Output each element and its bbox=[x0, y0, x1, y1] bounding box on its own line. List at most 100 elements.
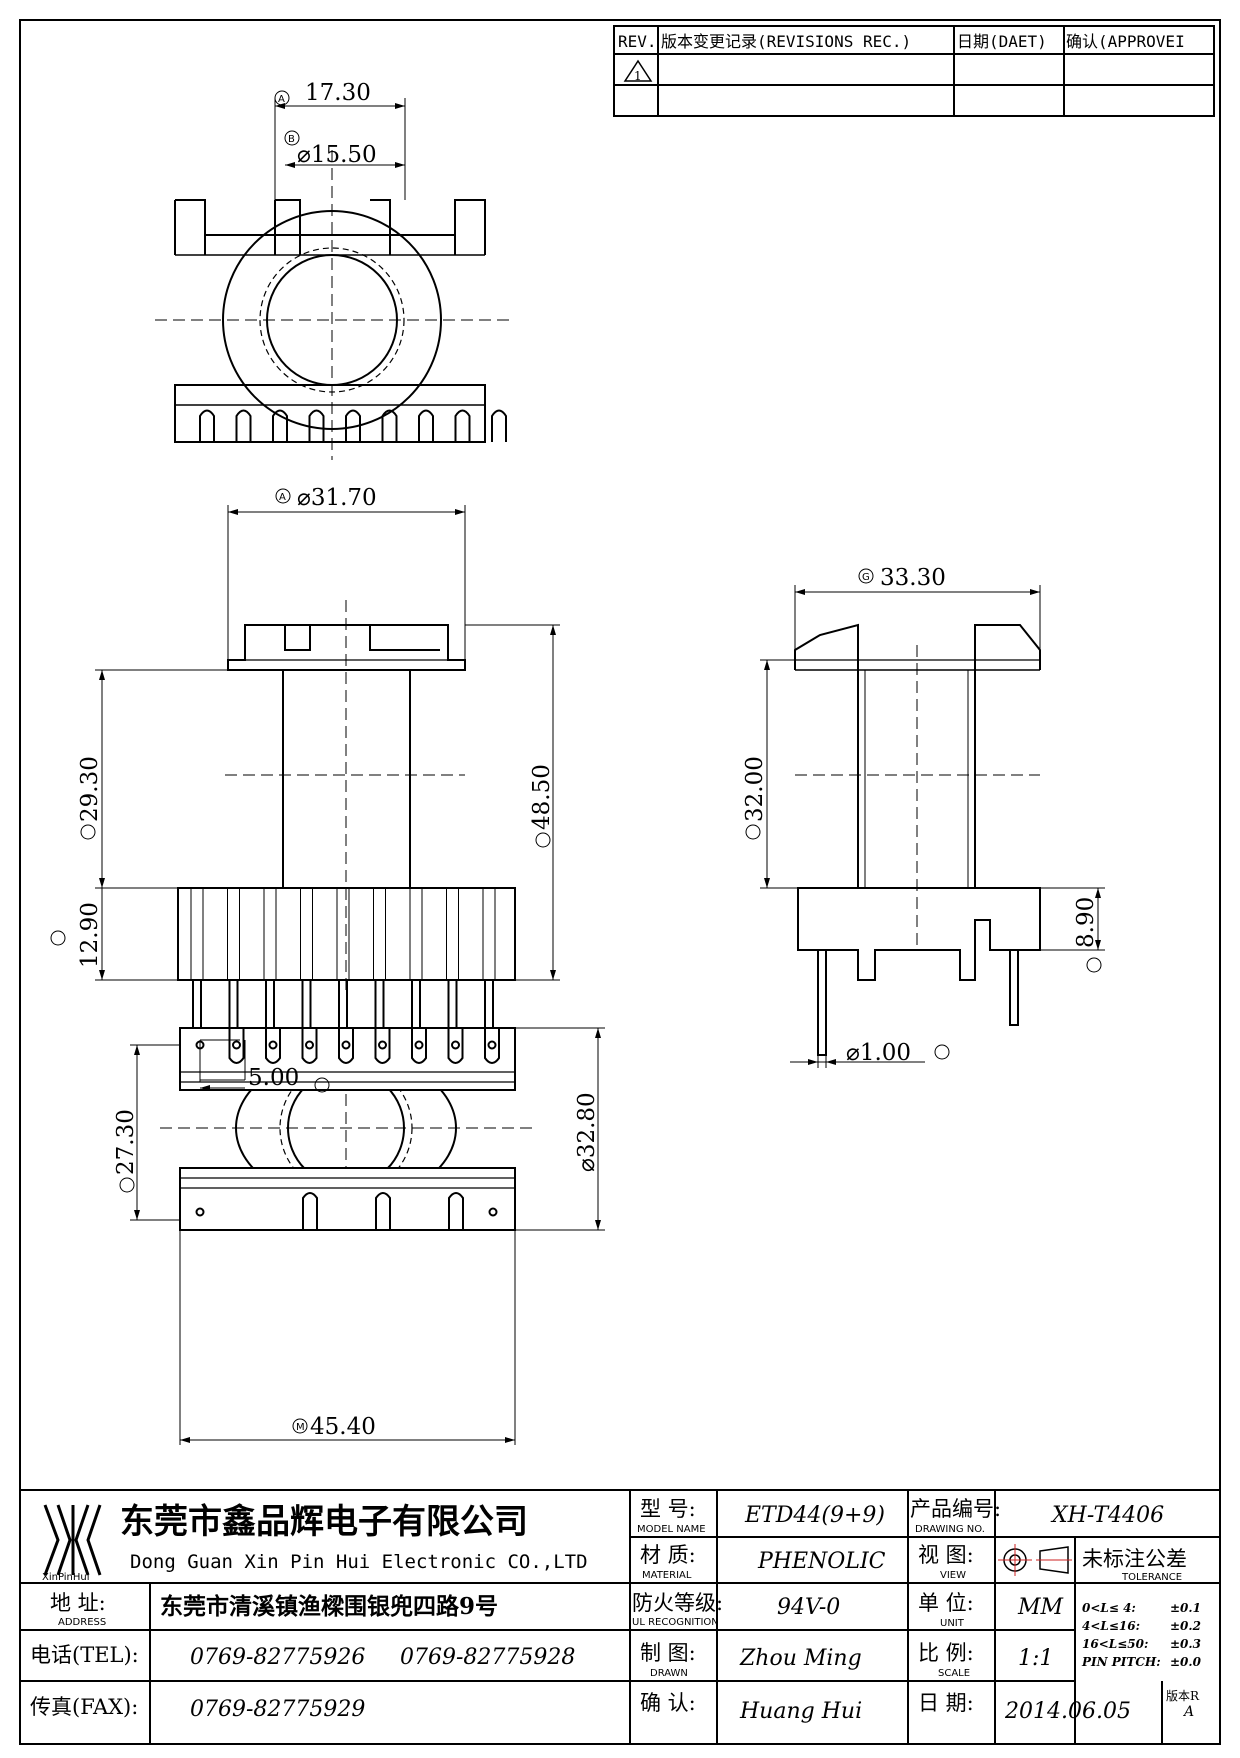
top-view-slot bbox=[454, 409, 471, 442]
bottom-view-pin-hole bbox=[488, 1207, 498, 1217]
bottom-view-pin-hole bbox=[305, 1040, 314, 1050]
company-logo: XinPinHui bbox=[42, 1504, 102, 1583]
scale-label: 比 例: bbox=[918, 1641, 974, 1665]
address-label: 地 址: bbox=[50, 1591, 106, 1615]
bottom-view-pin-hole bbox=[378, 1040, 387, 1050]
sheet-border bbox=[19, 19, 1221, 1745]
rev-header-record: 版本变更记录(REVISIONS REC.) bbox=[661, 32, 911, 51]
bottom-view-pin-hole bbox=[232, 1040, 241, 1050]
view-label-en: VIEW bbox=[940, 1570, 966, 1581]
view-label: 视 图: bbox=[918, 1543, 974, 1567]
material-label-en: MATERIAL bbox=[642, 1570, 692, 1581]
dim-bottom-k: 5.00 bbox=[248, 1065, 299, 1091]
tolerance-range-1: 0<L≤ 4: bbox=[1082, 1601, 1136, 1615]
bottom-view-lower-slot bbox=[448, 1192, 464, 1230]
tolerance-range-2: 4<L≤16: bbox=[1082, 1619, 1140, 1633]
unit-label: 单 位: bbox=[918, 1591, 974, 1615]
bottom-view-upper-slot bbox=[265, 1028, 281, 1064]
top-view-slot bbox=[381, 409, 398, 442]
bottom-view-pin-hole bbox=[487, 1040, 497, 1050]
fax-label: 传真(FAX): bbox=[30, 1695, 138, 1719]
rev-number: 1 bbox=[634, 69, 642, 83]
model-label-en: MODEL NAME bbox=[637, 1524, 706, 1535]
bottom-view-upper-slot bbox=[374, 1028, 391, 1064]
drawing-no-value: XH-T4406 bbox=[1050, 1503, 1164, 1528]
projection-symbol-icon bbox=[998, 1544, 1072, 1576]
bottom-view-pin-hole bbox=[414, 1040, 424, 1050]
company-name-en: Dong Guan Xin Pin Hui Electronic CO.,LTD bbox=[130, 1551, 588, 1573]
dim-top-a: 17.30 bbox=[305, 80, 371, 106]
dim-tag-b-top: B bbox=[288, 134, 295, 145]
bottom-view-lower-slot bbox=[302, 1192, 318, 1230]
dim-tag-a-top: A bbox=[278, 94, 285, 105]
bottom-view-lower-outline bbox=[179, 1188, 516, 1231]
tolerance-value-3: ±0.3 bbox=[1170, 1637, 1201, 1651]
dim-front-e: 12.90 bbox=[77, 902, 103, 968]
rev-triangle-icon bbox=[623, 59, 653, 82]
revision-table: REV. 版本变更记录(REVISIONS REC.) 日期(DAET) 确认(… bbox=[613, 25, 1215, 117]
dim-front-a: ⌀31.70 bbox=[297, 485, 377, 511]
bottom-view-pin-hole bbox=[195, 1207, 205, 1217]
dim-top-b: ⌀15.50 bbox=[297, 142, 377, 168]
dim-front-f: 48.50 bbox=[529, 764, 555, 830]
bottom-view-pin-hole bbox=[268, 1040, 278, 1050]
tolerance-value-2: ±0.2 bbox=[1170, 1619, 1201, 1633]
tolerance-value-4: ±0.0 bbox=[1170, 1655, 1202, 1669]
tel-value-2: 0769-82775928 bbox=[400, 1645, 575, 1670]
scale-value: 1:1 bbox=[1018, 1646, 1053, 1671]
material-label: 材 质: bbox=[640, 1543, 696, 1567]
top-view-slot bbox=[308, 409, 325, 442]
tolerance-range-4: PIN PITCH: bbox=[1081, 1655, 1161, 1669]
dim-side-i: 8.90 bbox=[1073, 897, 1099, 948]
version-label: 版本R bbox=[1166, 1689, 1200, 1703]
address-value: 东莞市清溪镇渔樑围银兜四路9号 bbox=[160, 1593, 498, 1620]
dim-side-g: 33.30 bbox=[880, 565, 946, 591]
model-label: 型 号: bbox=[640, 1497, 696, 1521]
address-label-en: ADDRESS bbox=[58, 1617, 106, 1628]
top-view-slot bbox=[345, 409, 361, 442]
dim-bottom-n: ⌀32.80 bbox=[574, 1092, 600, 1172]
confirm-value: Huang Hui bbox=[739, 1699, 862, 1724]
bottom-view-upper-slot bbox=[228, 1028, 245, 1064]
dim-tag-a-front: A bbox=[279, 492, 286, 503]
top-view-slot bbox=[199, 409, 215, 442]
dim-bottom-m: 45.40 bbox=[310, 1414, 376, 1440]
top-view-slot bbox=[272, 409, 288, 442]
rev-header-date: 日期(DAET) bbox=[957, 32, 1047, 51]
date-label: 日 期: bbox=[918, 1691, 974, 1715]
scale-label-en: SCALE bbox=[938, 1668, 970, 1679]
unit-label-en: UNIT bbox=[940, 1618, 965, 1629]
drawn-label: 制 图: bbox=[640, 1641, 696, 1665]
drawn-value: Zhou Ming bbox=[739, 1646, 862, 1671]
top-view-slot bbox=[491, 409, 507, 442]
tel-label: 电话(TEL): bbox=[30, 1643, 139, 1667]
ul-value: 94V-0 bbox=[777, 1595, 840, 1620]
dim-bottom-o: 27.30 bbox=[113, 1109, 139, 1175]
dim-tag-g-side: G bbox=[862, 572, 870, 583]
side-view: G 33.30 32.00 8.90 ⌀1.00 bbox=[742, 565, 1105, 1068]
tolerance-range-3: 16<L≤50: bbox=[1082, 1637, 1148, 1651]
rev-header-approve: 确认(APPROVEI bbox=[1066, 32, 1185, 51]
bottom-view-upper-slot bbox=[411, 1028, 427, 1064]
unit-value: MM bbox=[1017, 1595, 1064, 1620]
top-view-slot bbox=[418, 409, 434, 442]
top-view-slot bbox=[235, 409, 252, 442]
drawn-label-en: DRAWN bbox=[650, 1668, 688, 1679]
bottom-view-upper-slot bbox=[301, 1028, 318, 1064]
tel-value-1: 0769-82775926 bbox=[190, 1645, 365, 1670]
logo-text: XinPinHui bbox=[42, 1572, 90, 1583]
fax-value: 0769-82775929 bbox=[190, 1697, 365, 1722]
confirm-label: 确 认: bbox=[640, 1691, 696, 1715]
bottom-view-pin-hole bbox=[451, 1040, 460, 1050]
drawing-no-label: 产品编号: bbox=[910, 1497, 1001, 1521]
front-view: A ⌀31.70 29.30 12.90 48.50 bbox=[50, 485, 560, 1056]
dim-tag-m-bottom: M bbox=[296, 1422, 305, 1433]
date-value: 2014.06.05 bbox=[1004, 1699, 1131, 1724]
bottom-view-upper-slot bbox=[338, 1028, 354, 1064]
drawing-no-label-en: DRAWING NO. bbox=[915, 1524, 985, 1535]
tolerance-title: 未标注公差 bbox=[1082, 1547, 1187, 1571]
dim-front-d: 29.30 bbox=[77, 756, 103, 822]
material-value: PHENOLIC bbox=[757, 1549, 886, 1574]
top-view: A 17.30 B ⌀15.50 bbox=[155, 80, 510, 460]
